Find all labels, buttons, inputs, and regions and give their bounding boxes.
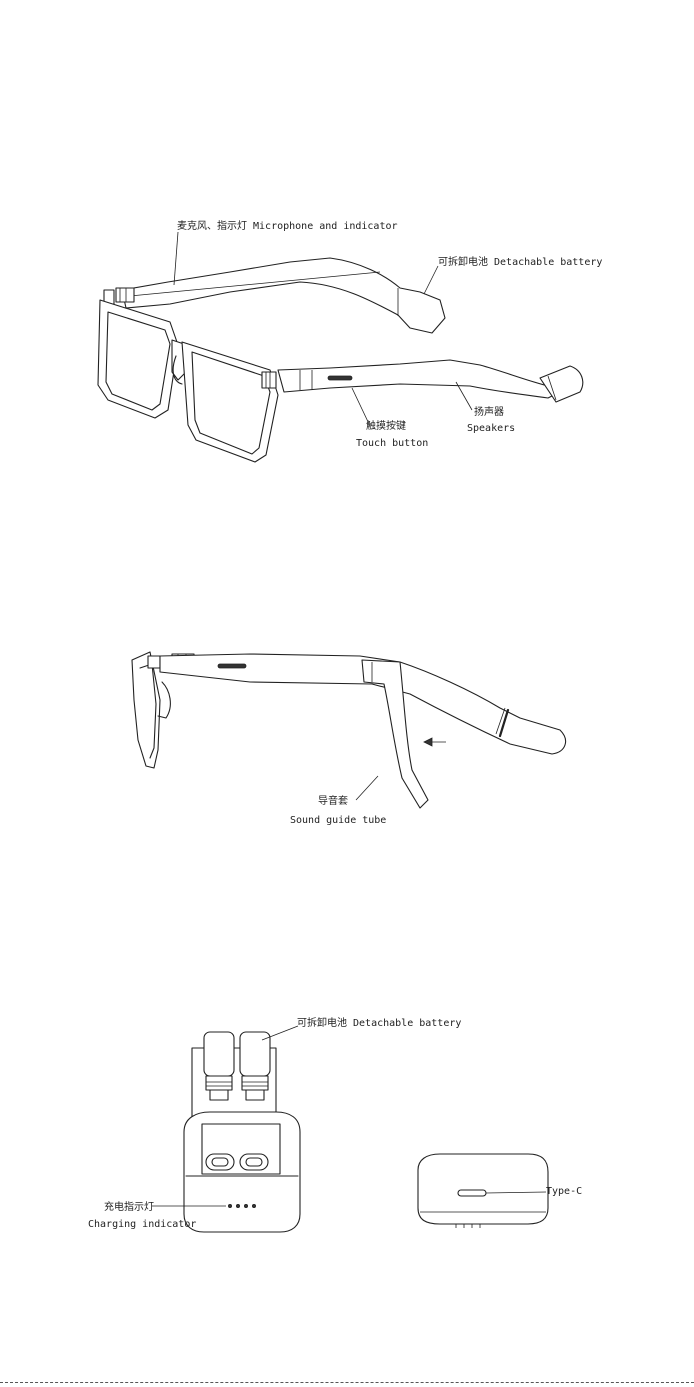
speakers-label-en: Speakers [467, 423, 515, 434]
detachable-battery-label: 可拆卸电池 Detachable battery [438, 255, 602, 268]
page-bottom-border [0, 1382, 694, 1383]
figure-charging-case: 可拆卸电池 Detachable battery 充电指示灯 Charging … [88, 1016, 582, 1232]
sound-guide-tube-label-en: Sound guide tube [290, 815, 386, 826]
side-view-drawing [132, 652, 566, 808]
charging-case-drawing [184, 1032, 548, 1232]
speakers-label-cn: 扬声器 [474, 405, 504, 418]
touch-button-label-cn: 触摸按键 [366, 419, 406, 432]
figure-sound-guide-tube: 导音套 Sound guide tube [132, 652, 566, 826]
detachable-battery-label-case: 可拆卸电池 Detachable battery [297, 1016, 461, 1029]
type-c-port-label: Type-C [546, 1186, 582, 1197]
charging-indicator-label-cn: 充电指示灯 [104, 1200, 154, 1213]
charging-indicator-label-en: Charging indicator [88, 1219, 196, 1230]
touch-button-label-en: Touch button [356, 438, 428, 449]
figure2-leader [356, 776, 378, 800]
figure-glasses-overview: 麦克风、指示灯 Microphone and indicator 可拆卸电池 D… [98, 219, 602, 462]
sound-guide-tube-label-cn: 导音套 [318, 794, 348, 807]
microphone-indicator-label: 麦克风、指示灯 Microphone and indicator [177, 219, 398, 232]
